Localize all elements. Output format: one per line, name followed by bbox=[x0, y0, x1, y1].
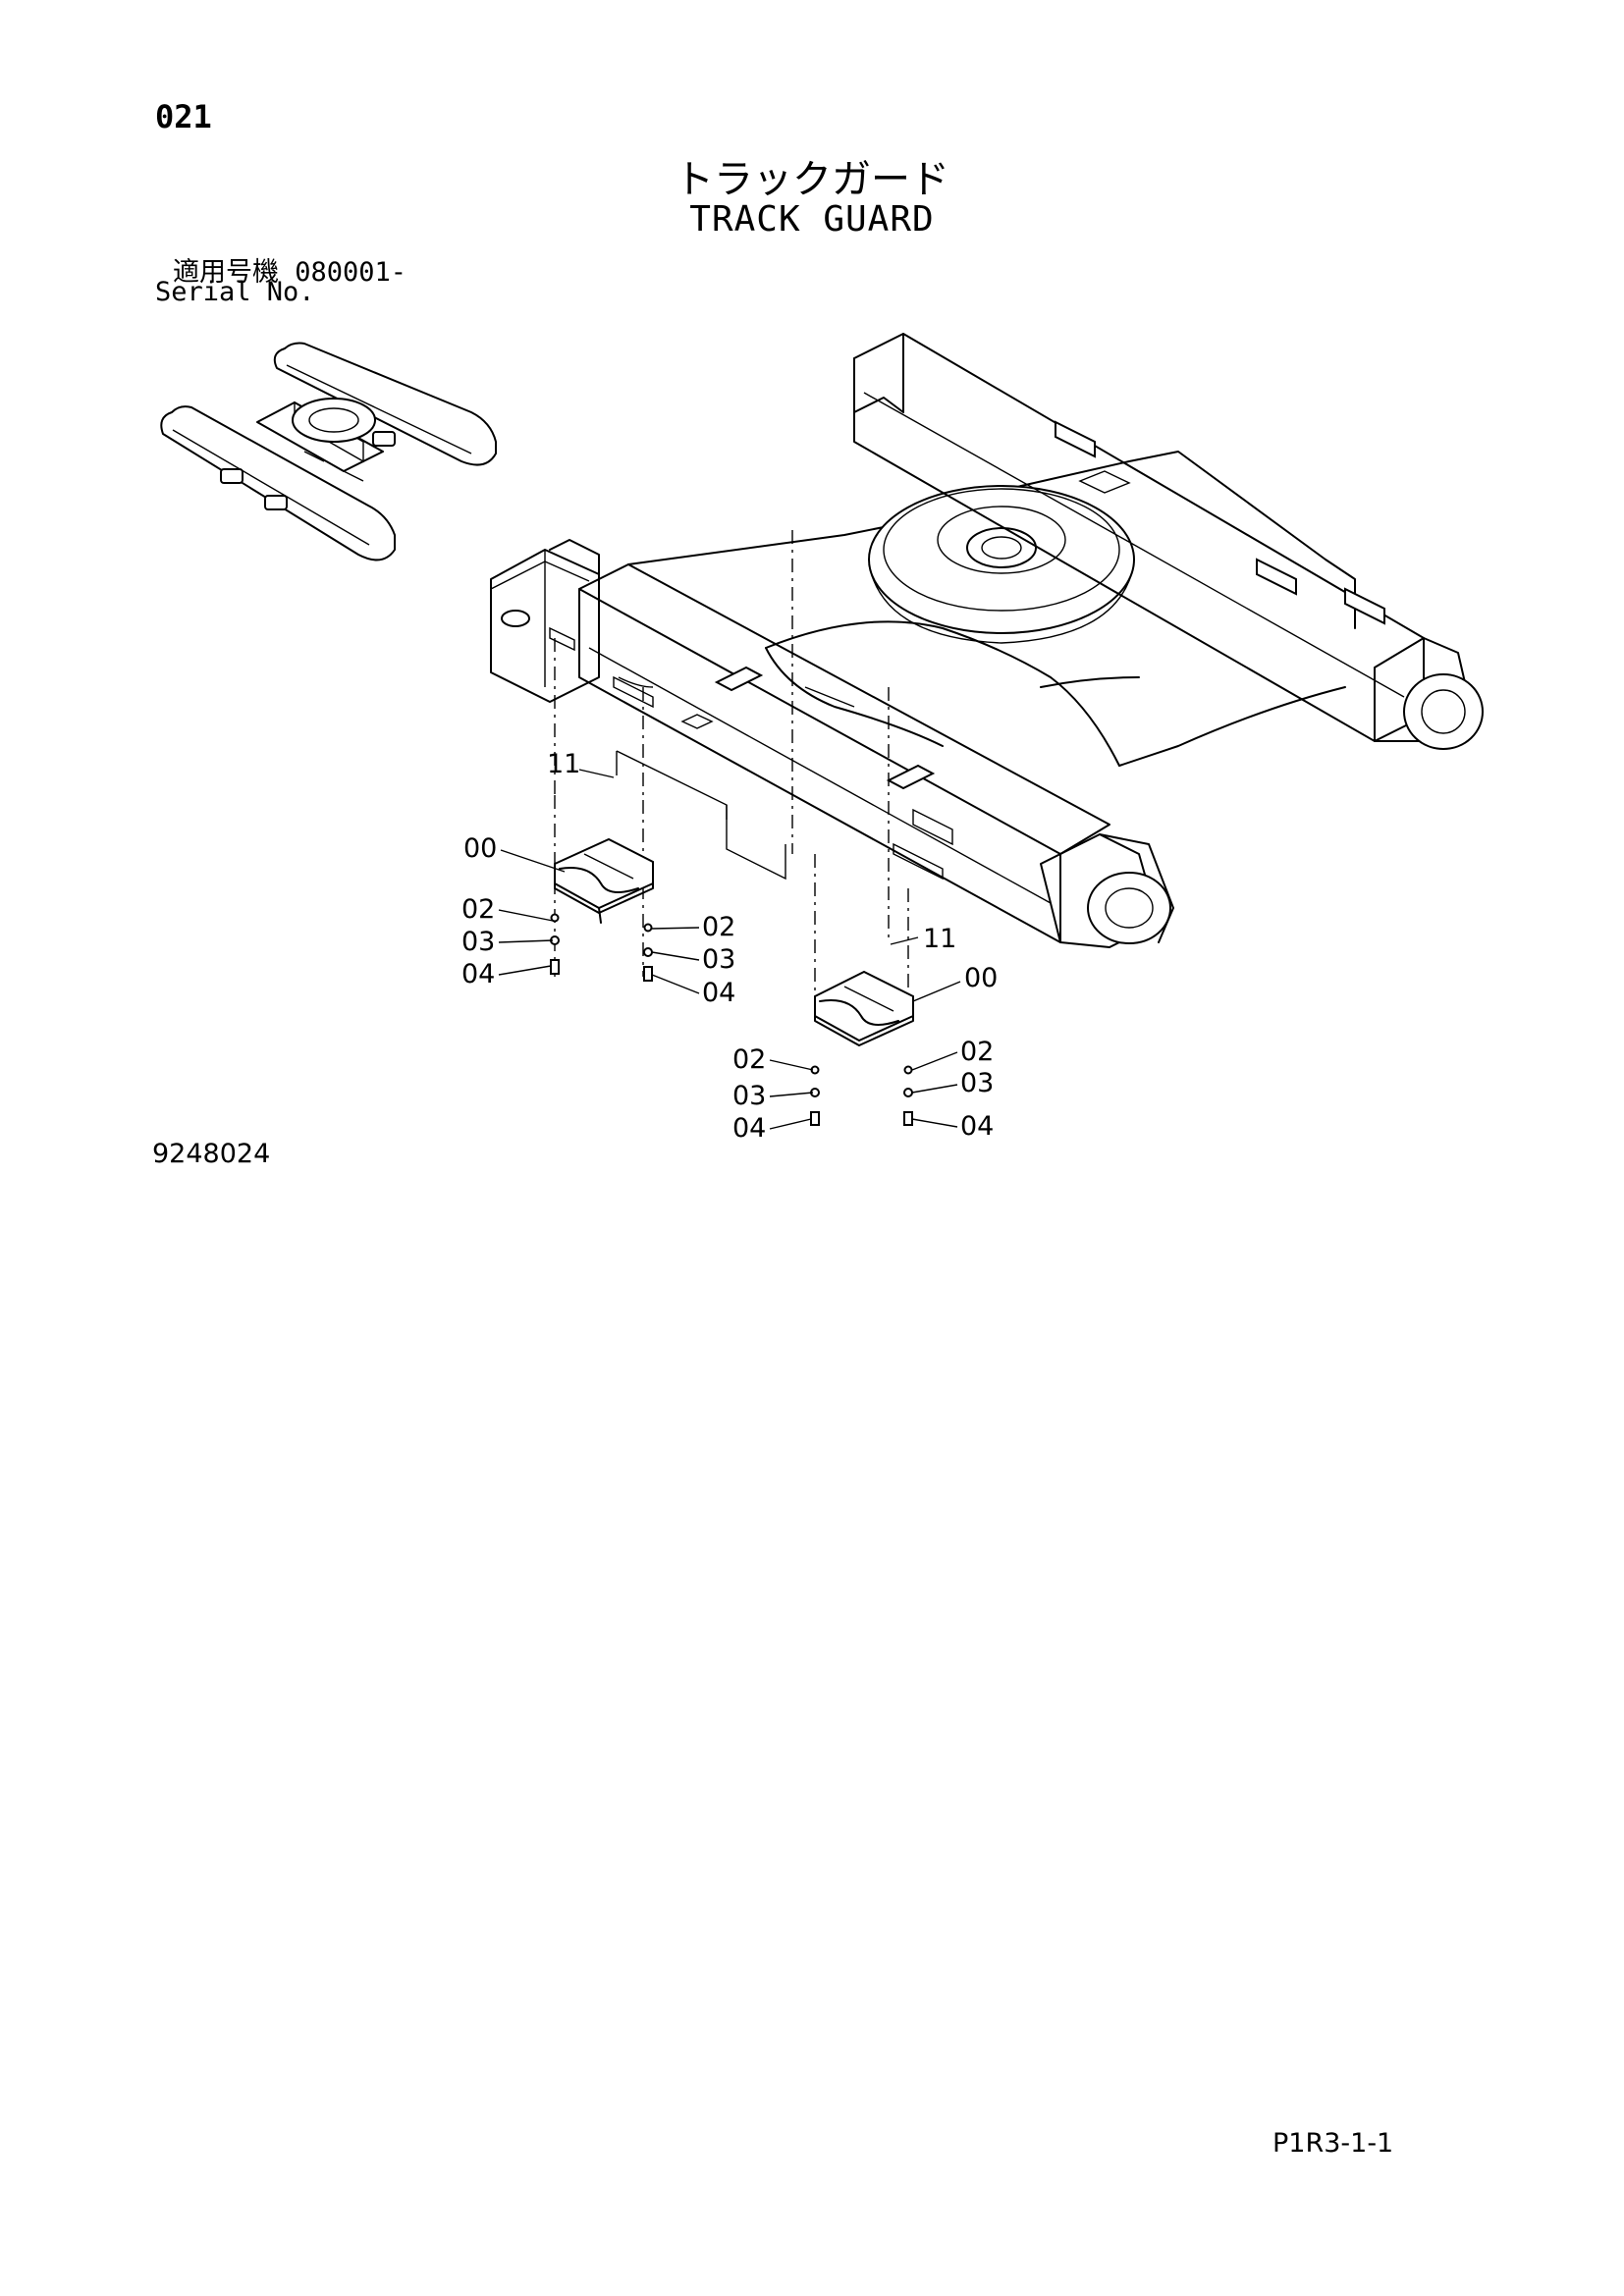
serial-label-japanese: 適用号機 080001- bbox=[173, 257, 407, 288]
track-guard-right bbox=[810, 970, 914, 1126]
sheet-code: P1R3-1-1 bbox=[1272, 2128, 1394, 2159]
callout-02-left: 02 bbox=[461, 894, 495, 925]
callout-02-right: 02 bbox=[732, 1044, 766, 1075]
callout-03-left-inner: 03 bbox=[702, 944, 735, 975]
page-number: 021 bbox=[155, 98, 212, 135]
callout-03-left: 03 bbox=[461, 927, 495, 957]
callout-11-lower: 11 bbox=[923, 924, 956, 954]
callout-00-left: 00 bbox=[463, 833, 497, 864]
serial-label-english: Serial No. bbox=[155, 277, 315, 307]
leader-lines bbox=[498, 769, 961, 1130]
drawing-number: 9248024 bbox=[152, 1139, 271, 1169]
callout-02-right-inner: 02 bbox=[960, 1037, 994, 1067]
callout-00-right: 00 bbox=[964, 963, 998, 993]
callout-04-left: 04 bbox=[461, 959, 495, 989]
callout-11-upper: 11 bbox=[547, 749, 580, 779]
callout-02-left-inner: 02 bbox=[702, 912, 735, 942]
page-title-japanese: トラックガード bbox=[675, 157, 949, 202]
callout-03-right: 03 bbox=[732, 1081, 766, 1111]
callout-04-left-inner: 04 bbox=[702, 978, 735, 1008]
callout-04-right-inner: 04 bbox=[960, 1111, 994, 1142]
callout-labels: 11 00 02 03 04 02 03 04 11 00 02 03 04 0… bbox=[461, 749, 998, 1144]
undercarriage-overview-drawing bbox=[160, 342, 497, 561]
page-title-english: TRACK GUARD bbox=[689, 199, 935, 240]
track-frame-drawing bbox=[490, 333, 1484, 948]
callout-03-right-inner: 03 bbox=[960, 1068, 994, 1098]
callout-04-right: 04 bbox=[732, 1113, 766, 1144]
track-guard-left bbox=[550, 837, 654, 982]
